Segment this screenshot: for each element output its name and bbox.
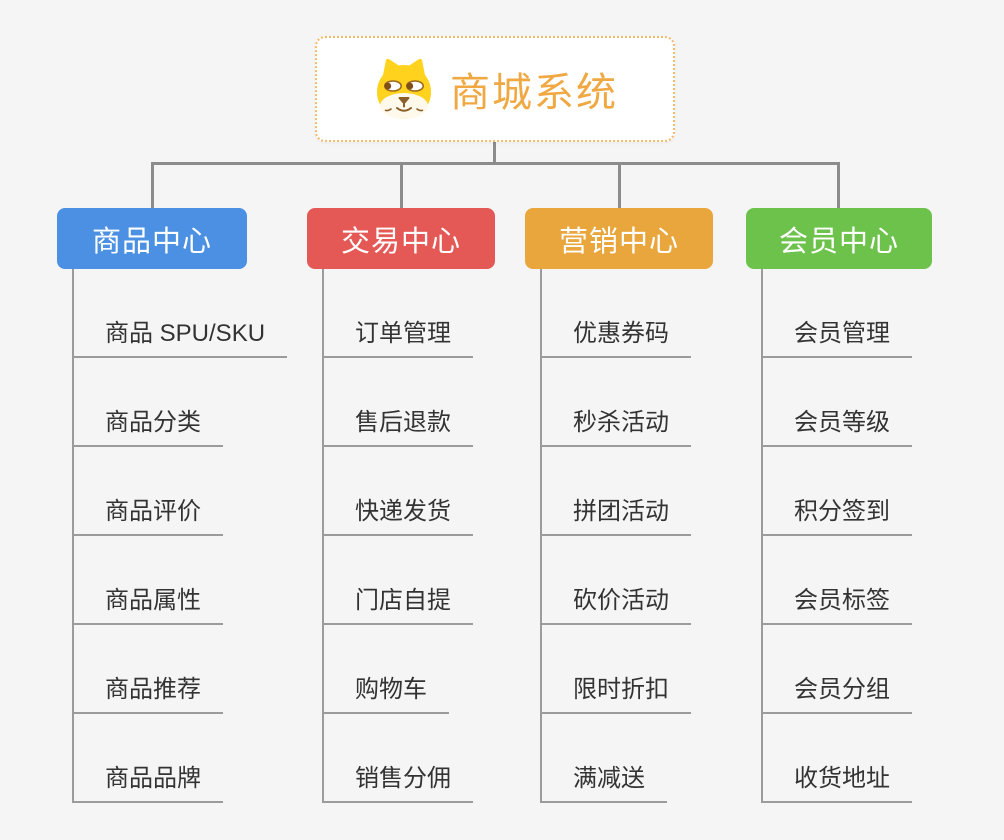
- branch-member-center: 会员中心 会员管理 会员等级 积分签到 会员标签 会员分组 收货地址: [746, 208, 932, 803]
- branch-marketing-center: 营销中心 优惠券码 秒杀活动 拼团活动 砍价活动 限时折扣 满减送: [525, 208, 713, 803]
- leaf-topic[interactable]: 拼团活动: [540, 447, 691, 536]
- connector-drop-trade: [400, 164, 403, 209]
- leaf-topic[interactable]: 商品品牌: [72, 714, 223, 803]
- leaf-topic[interactable]: 商品推荐: [72, 625, 223, 714]
- leaf-topic[interactable]: 会员标签: [761, 536, 912, 625]
- leaf-topic[interactable]: 销售分佣: [322, 714, 473, 803]
- branch-topic-label: 营销中心: [558, 225, 679, 258]
- leaf-topic[interactable]: 会员分组: [761, 625, 912, 714]
- leaf-topic[interactable]: 购物车: [322, 625, 449, 714]
- branch-topic-marketing[interactable]: 营销中心: [525, 208, 713, 269]
- branch-topic-product[interactable]: 商品中心: [57, 208, 247, 269]
- leaf-topic[interactable]: 售后退款: [322, 358, 473, 447]
- leaf-topic[interactable]: 秒杀活动: [540, 358, 691, 447]
- branch-trade-center: 交易中心 订单管理 售后退款 快递发货 门店自提 购物车 销售分佣: [307, 208, 495, 803]
- branch-topic-label: 商品中心: [91, 225, 212, 258]
- leaf-topic[interactable]: 会员等级: [761, 358, 912, 447]
- leaf-topic[interactable]: 门店自提: [322, 536, 473, 625]
- leaf-topic[interactable]: 会员管理: [761, 269, 912, 358]
- leaf-topic[interactable]: 满减送: [540, 714, 667, 803]
- leaf-topic[interactable]: 砍价活动: [540, 536, 691, 625]
- connector-root-stem: [493, 141, 496, 164]
- leaf-topic[interactable]: 商品分类: [72, 358, 223, 447]
- connector-horizontal-bar: [151, 162, 840, 165]
- leaf-topic[interactable]: 积分签到: [761, 447, 912, 536]
- branch-topic-trade[interactable]: 交易中心: [307, 208, 495, 269]
- leaf-topic[interactable]: 订单管理: [322, 269, 473, 358]
- leaf-topic[interactable]: 商品 SPU/SKU: [72, 269, 288, 358]
- branch-children-member: 会员管理 会员等级 积分签到 会员标签 会员分组 收货地址: [761, 269, 932, 803]
- connector-drop-member: [837, 164, 840, 209]
- branch-topic-member[interactable]: 会员中心: [746, 208, 932, 269]
- branch-product-center: 商品中心 商品 SPU/SKU 商品分类 商品评价 商品属性 商品推荐 商品品牌: [57, 208, 288, 803]
- root-topic[interactable]: 商城系统: [315, 36, 675, 142]
- root-topic-label: 商城系统: [450, 71, 618, 115]
- branch-children-marketing: 优惠券码 秒杀活动 拼团活动 砍价活动 限时折扣 满减送: [540, 269, 713, 803]
- branch-topic-label: 交易中心: [340, 225, 461, 258]
- leaf-topic[interactable]: 限时折扣: [540, 625, 691, 714]
- connector-drop-product: [151, 164, 154, 209]
- leaf-topic[interactable]: 优惠券码: [540, 269, 691, 358]
- dog-face-icon: [377, 58, 431, 119]
- branch-children-product: 商品 SPU/SKU 商品分类 商品评价 商品属性 商品推荐 商品品牌: [72, 269, 288, 803]
- leaf-topic[interactable]: 收货地址: [761, 714, 912, 803]
- branch-children-trade: 订单管理 售后退款 快递发货 门店自提 购物车 销售分佣: [322, 269, 495, 803]
- leaf-topic[interactable]: 商品评价: [72, 447, 223, 536]
- leaf-topic[interactable]: 商品属性: [72, 536, 223, 625]
- connector-drop-marketing: [618, 164, 621, 209]
- branch-topic-label: 会员中心: [778, 225, 899, 258]
- leaf-topic[interactable]: 快递发货: [322, 447, 473, 536]
